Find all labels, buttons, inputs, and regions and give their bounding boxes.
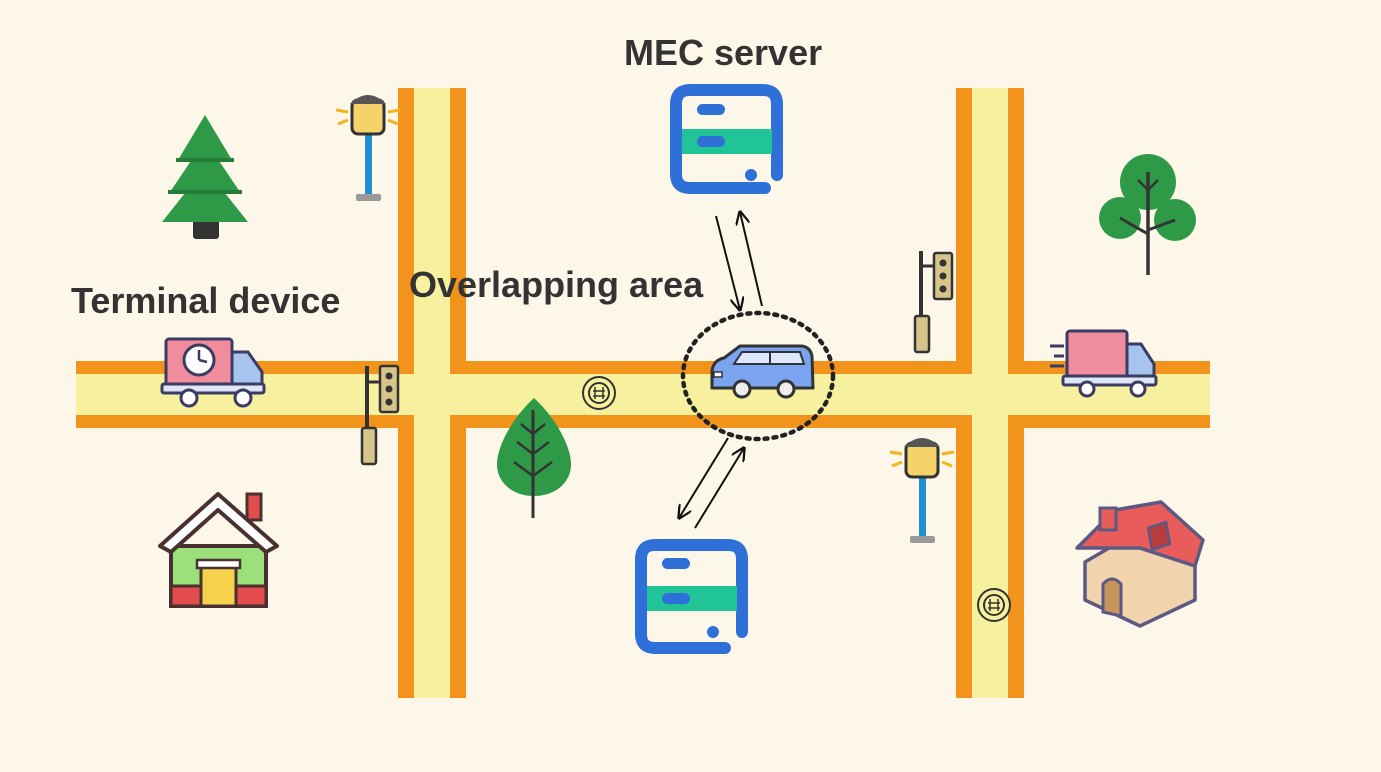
street-lamp-icon [889, 438, 955, 543]
road-network [76, 88, 1210, 698]
traffic-light-icon [360, 364, 400, 466]
street-lamp-icon [335, 95, 401, 201]
road-sensor-icon [977, 588, 1011, 622]
edge-server-icon [635, 539, 748, 654]
leaf-tree-icon [496, 398, 572, 518]
mec-server-label: MEC server [624, 32, 823, 73]
delivery-truck-icon [1050, 329, 1158, 398]
road-sensor-icon [582, 376, 616, 410]
overlap-area-circle [680, 310, 836, 442]
van-icon [710, 344, 815, 399]
pine-tree-icon [162, 115, 248, 239]
communication-arrows [679, 212, 763, 529]
mec-server-icon [670, 84, 783, 194]
tree-icon [1099, 154, 1196, 275]
terminal-device-label: Terminal device [71, 280, 341, 321]
delivery-truck-icon [160, 337, 266, 408]
traffic-light-icon [913, 251, 954, 354]
house-icon [158, 492, 279, 608]
house-icon [1075, 500, 1205, 628]
overlapping-area-label: Overlapping area [409, 264, 704, 305]
